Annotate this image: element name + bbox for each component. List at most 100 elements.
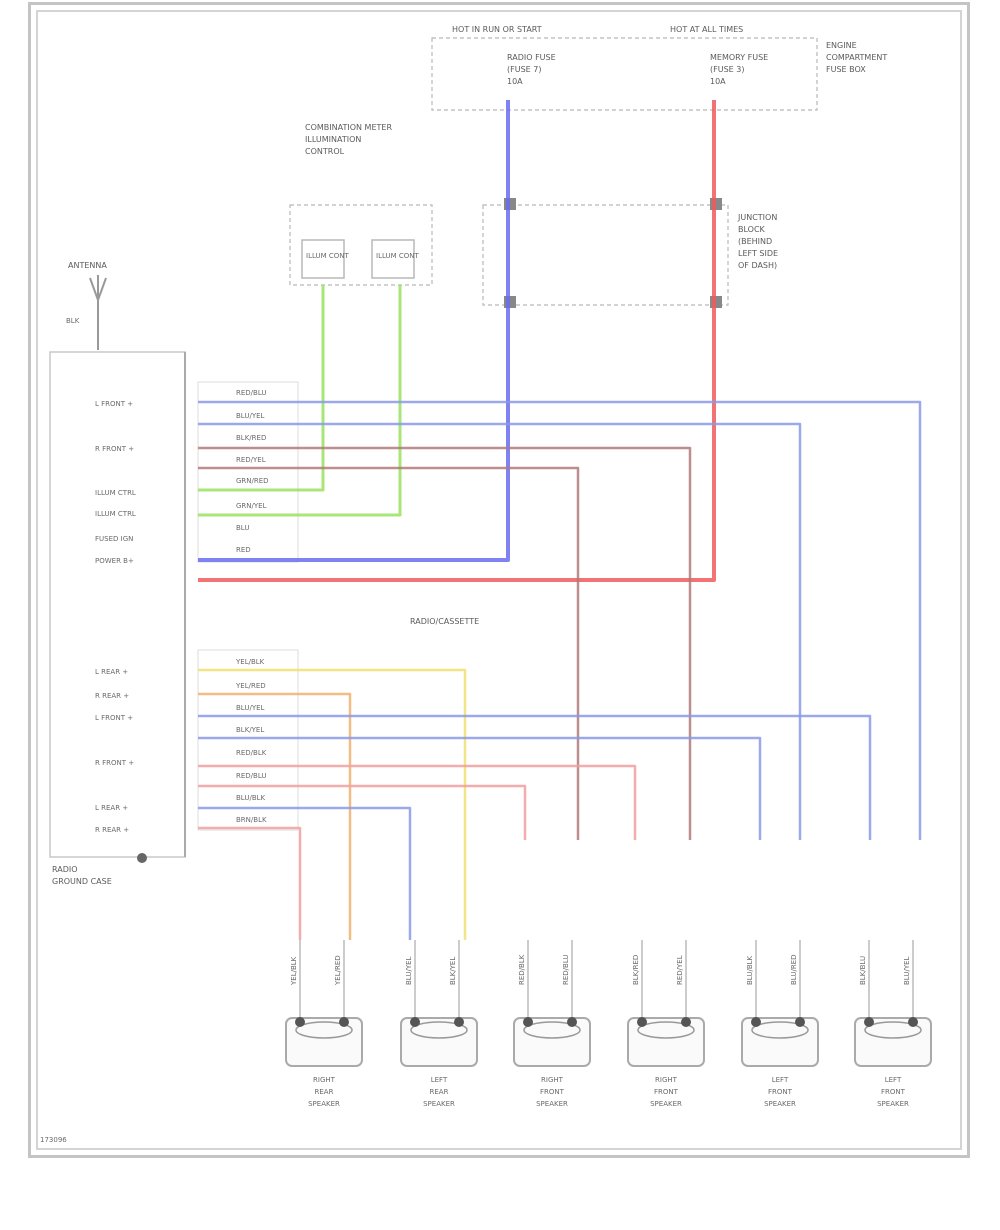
speaker-0-wire-1: YEL/BLK	[290, 956, 298, 986]
speaker-4-label-2: SPEAKER	[764, 1100, 796, 1108]
fuse-box: HOT IN RUN OR START HOT AT ALL TIMES RAD…	[431, 25, 887, 111]
lower-wire-label-3: BLK/YEL	[236, 726, 264, 734]
radio-lower-label-0: L REAR +	[95, 668, 128, 676]
r-rear-wire-2	[198, 826, 302, 940]
speaker-2-label-1: FRONT	[540, 1088, 565, 1096]
junction-label-line-2: BLOCK	[738, 225, 766, 234]
radio-lower-label-2: L FRONT +	[95, 714, 133, 722]
illumination-label-line-2: ILLUMINATION	[305, 135, 361, 144]
lower-wire-label-0: YEL/BLK	[235, 658, 265, 666]
upper-wire-label-0: RED/BLU	[236, 389, 267, 397]
radio-upper-label-4: FUSED IGN	[95, 535, 133, 543]
junction-block: JUNCTION BLOCK (BEHIND LEFT SIDE OF DASH…	[482, 198, 778, 308]
speaker-1-label-2: SPEAKER	[423, 1100, 455, 1108]
speaker-1-body	[400, 1017, 478, 1067]
upper-wire-label-5: GRN/YEL	[236, 502, 267, 510]
speaker-0-cone	[295, 1021, 353, 1039]
speaker-5-terminal-1	[864, 1017, 874, 1027]
illum-wire-2	[198, 285, 402, 517]
r-front-wire-4	[198, 784, 527, 840]
speaker-3-terminal-1	[637, 1017, 647, 1027]
radio-fuse-line-1: RADIO FUSE	[507, 53, 556, 62]
speaker-3-wire-1: BLK/RED	[632, 955, 640, 985]
speaker-0-label-2: SPEAKER	[308, 1100, 340, 1108]
l-front-wire-3	[198, 714, 872, 840]
wires-layer	[198, 100, 922, 940]
r-front-wire-2	[198, 466, 580, 840]
speaker-2-body	[513, 1017, 591, 1067]
antenna-label: ANTENNA	[68, 261, 107, 270]
fuse-box-label-left: HOT IN RUN OR START	[452, 25, 542, 34]
antenna: ANTENNA BLK	[66, 261, 107, 350]
lower-wire-label-2: BLU/YEL	[236, 704, 265, 712]
lower-wire-label-7: BRN/BLK	[236, 816, 267, 824]
antenna-wire-label: BLK	[66, 317, 80, 325]
speaker-0-label-0: RIGHT	[313, 1076, 336, 1084]
junction-label-line-4: LEFT SIDE	[738, 249, 778, 258]
speaker-3-label-0: RIGHT	[655, 1076, 678, 1084]
speaker-2-terminal-1	[523, 1017, 533, 1027]
engine-compartment-line-2: COMPARTMENT	[826, 53, 887, 62]
illum-terminal-2	[371, 239, 415, 279]
speaker-3-terminal-2	[681, 1017, 691, 1027]
radio-fuse-line-2: (FUSE 7)	[507, 65, 541, 74]
upper-wire-label-4: GRN/RED	[236, 477, 269, 485]
radio-ground-line-1: RADIO	[52, 865, 78, 874]
fuse-box-outline	[431, 37, 818, 111]
radio-wire-labels: RED/BLUBLU/YELBLK/REDRED/YELGRN/REDGRN/Y…	[235, 389, 269, 824]
speaker-0-terminal-1	[295, 1017, 305, 1027]
speaker-5-wire-2: BLU/YEL	[903, 956, 911, 985]
junction-label-line-5: OF DASH)	[738, 261, 777, 270]
speaker-4-terminal-2	[795, 1017, 805, 1027]
speaker-3-body	[627, 1017, 705, 1067]
speaker-5-wire-1: BLK/BLU	[859, 956, 867, 985]
power-b-wire	[198, 100, 716, 582]
speaker-2-label-0: RIGHT	[541, 1076, 564, 1084]
radio-upper-label-2: ILLUM CTRL	[95, 489, 136, 497]
speaker-5-terminal-2	[908, 1017, 918, 1027]
engine-compartment-line-3: FUSE BOX	[826, 65, 866, 74]
memory-fuse-line-2: (FUSE 3)	[710, 65, 744, 74]
speaker-1-terminal-2	[454, 1017, 464, 1027]
speaker-1-wire-2: BLK/YEL	[449, 957, 457, 985]
radio-upper-label-0: L FRONT +	[95, 400, 133, 408]
radio-upper-label-5: POWER B+	[95, 557, 134, 565]
speaker-4-terminal-1	[751, 1017, 761, 1027]
speakers-layer: YEL/BLK YEL/RED RIGHT REAR SPEAKER BLU/YEL BLK…	[285, 940, 932, 1108]
speaker-0-wire-2: YEL/RED	[334, 955, 342, 986]
illumination-control: COMBINATION METER ILLUMINATION CONTROL I…	[289, 123, 433, 286]
illumination-label-line-1: COMBINATION METER	[305, 123, 392, 132]
lower-wire-label-1: YEL/RED	[235, 682, 266, 690]
speaker-0-body	[285, 1017, 363, 1067]
radio-ground-line-2: GROUND CASE	[52, 877, 112, 886]
speaker-1-label-1: REAR	[430, 1088, 449, 1096]
lower-connector	[197, 649, 299, 831]
speaker-3-label-1: FRONT	[654, 1088, 679, 1096]
radio-upper-label-1: R FRONT +	[95, 445, 134, 453]
diagram-outer-frame	[28, 2, 970, 1158]
radio-body-outline	[49, 351, 186, 858]
illum-terminal-1	[301, 239, 345, 279]
memory-fuse-line-1: MEMORY FUSE	[710, 53, 768, 62]
radio-lower-label-3: R FRONT +	[95, 759, 134, 767]
junction-block-outline	[482, 204, 729, 306]
speaker-4-body	[741, 1017, 819, 1067]
l-front-wire-1	[198, 400, 922, 840]
speaker-4-cone	[751, 1021, 809, 1039]
junction-label-line-1: JUNCTION	[737, 213, 777, 222]
memory-fuse-line-3: 10A	[710, 77, 726, 86]
speaker-1-terminal-1	[410, 1017, 420, 1027]
illumination-label-line-3: CONTROL	[305, 147, 345, 156]
speaker-3-wire-2: RED/YEL	[676, 955, 684, 985]
speaker-2-wire-2: RED/BLU	[562, 954, 570, 985]
r-front-wire-1	[198, 446, 692, 840]
upper-wire-label-6: BLU	[236, 524, 249, 532]
radio-lower-label-1: R REAR +	[95, 692, 129, 700]
radio-lower-label-5: R REAR +	[95, 826, 129, 834]
speaker-2-label-2: SPEAKER	[536, 1100, 568, 1108]
